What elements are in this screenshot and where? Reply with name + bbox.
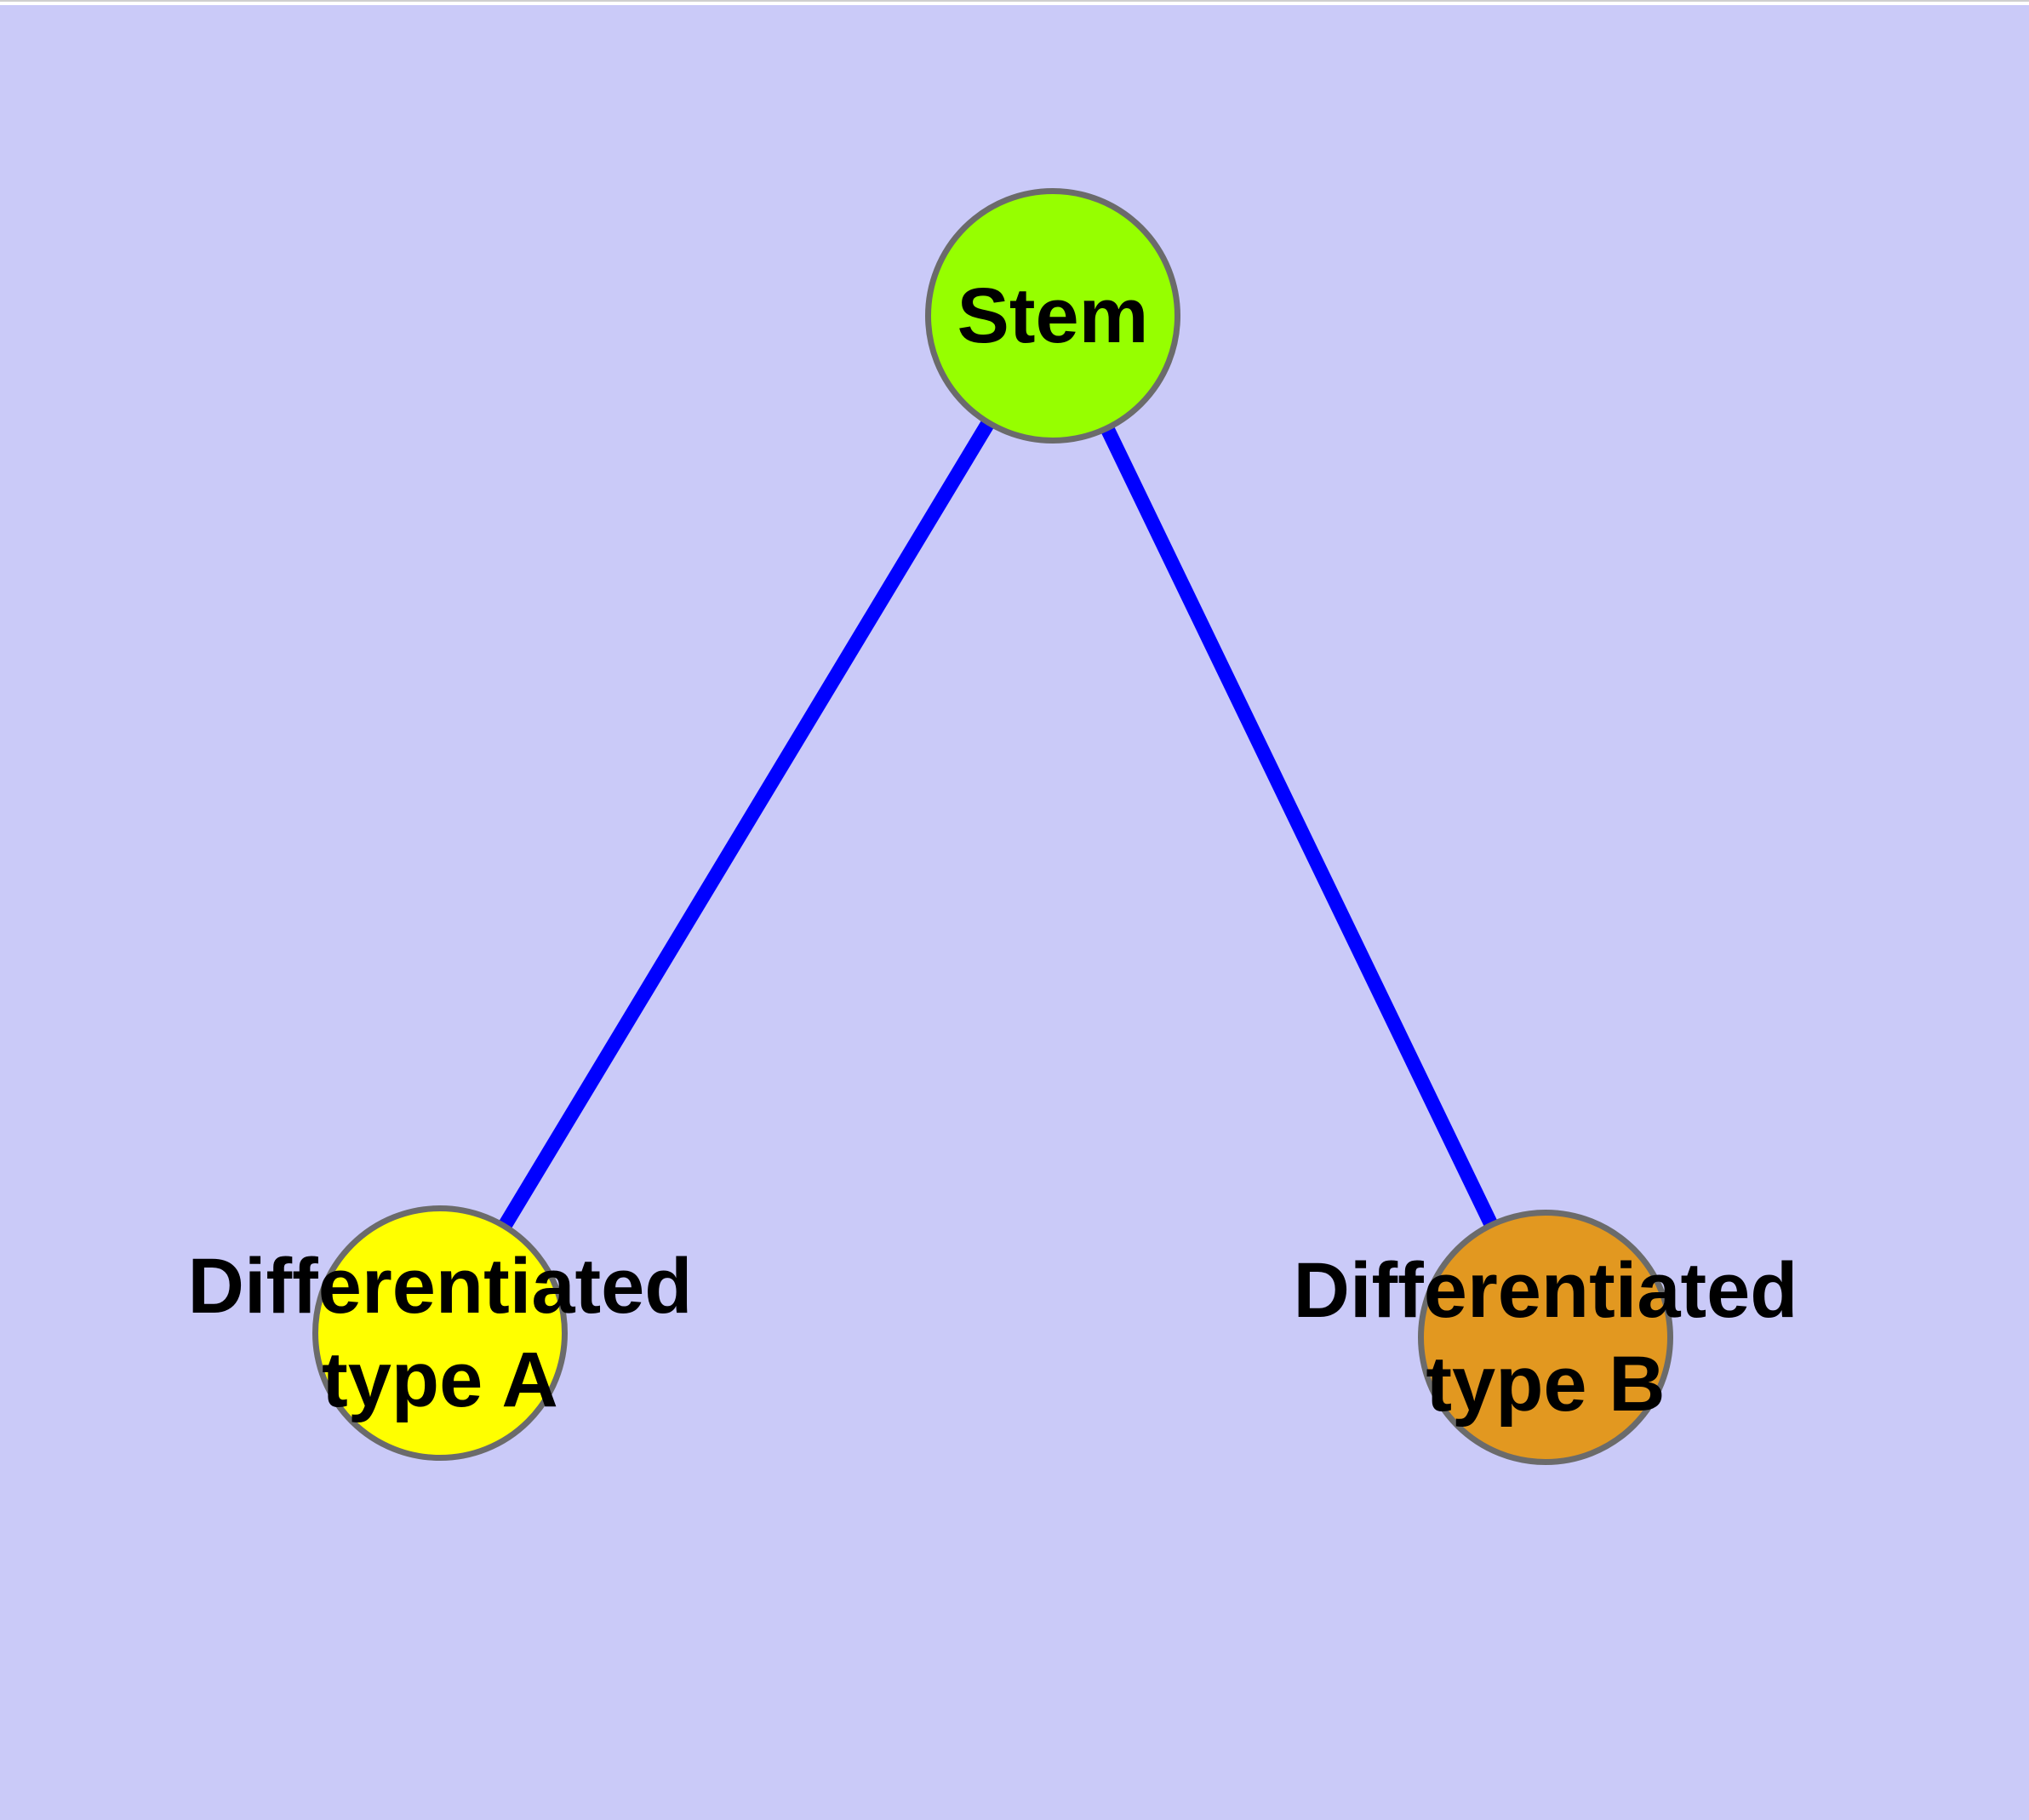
node-differentiated-type-b[interactable]: Differentiated type B xyxy=(1294,1210,1798,1465)
node-label-line: Stem xyxy=(957,272,1149,359)
node-differentiated-type-a[interactable]: Differentiated type A xyxy=(188,1205,692,1461)
node-label-line: Differentiated xyxy=(1293,1247,1798,1334)
node-stem-label: Stem xyxy=(957,269,1149,363)
node-differentiated-type-a-label: Differentiated type A xyxy=(188,1239,693,1427)
node-stem[interactable]: Stem xyxy=(925,188,1180,444)
edge-stem-to-type-a xyxy=(433,312,1060,1337)
window-top-border xyxy=(0,0,2029,5)
node-label-line: Differentiated xyxy=(187,1243,693,1330)
edge-layer xyxy=(433,312,1552,1341)
node-differentiated-type-b-label: Differentiated type B xyxy=(1294,1244,1798,1431)
graph-canvas: Stem Differentiated type A Differentiate… xyxy=(0,5,2029,1820)
node-label-line: type A xyxy=(322,1336,558,1423)
node-label-line: type B xyxy=(1426,1341,1666,1428)
edge-stem-to-type-b xyxy=(1046,312,1552,1341)
